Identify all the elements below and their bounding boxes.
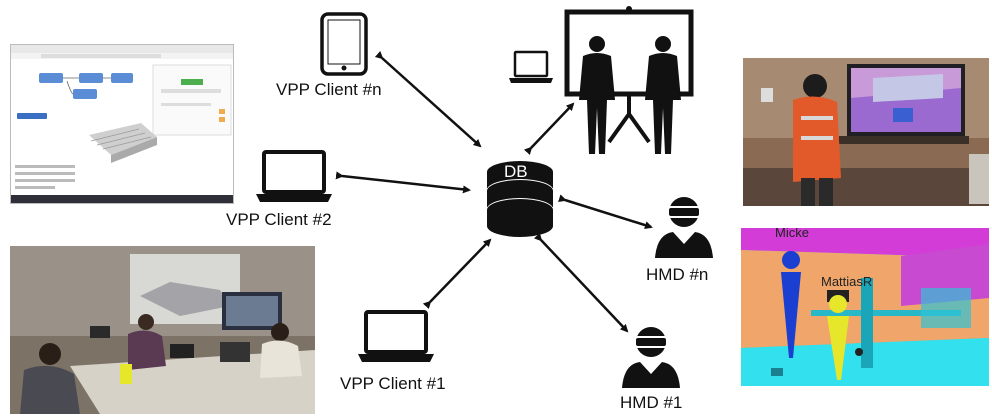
vr-user-photo: [743, 58, 989, 206]
arrow-db-hmd-n: [558, 194, 653, 230]
vpp-client-1-label: VPP Client #1: [340, 374, 446, 393]
person-silhouette-icon: [645, 36, 681, 154]
presentation-screen-icon: [564, 6, 694, 144]
laptop-icon: [256, 150, 332, 202]
arrow-db-vpp-1: [422, 238, 492, 310]
meeting-room-photo: [10, 246, 315, 414]
web-app-screenshot: [10, 44, 234, 204]
vr-headset-user-icon: [655, 197, 713, 258]
vr-user-b-label: MattiasR: [821, 274, 873, 289]
vr-headset-user-icon: [622, 327, 680, 388]
vr-user-a-label: Micke: [775, 228, 809, 240]
laptop-icon: [358, 310, 434, 362]
database-icon: [487, 161, 553, 237]
arrow-db-vpp-n: [374, 51, 482, 148]
tablet-icon: [320, 12, 368, 76]
arrow-db-hmd-1: [533, 232, 629, 333]
presentation-scene: [509, 6, 694, 154]
arrow-db-presenter: [523, 102, 575, 156]
vpp-client-2-label: VPP Client #2: [226, 210, 332, 229]
arrow-db-vpp-2: [335, 171, 471, 194]
person-silhouette-icon: [579, 36, 615, 154]
laptop-icon: [509, 50, 553, 83]
db-label: DB: [504, 162, 528, 181]
hmd-1-label: HMD #1: [620, 393, 683, 412]
vpp-client-n-label: VPP Client #n: [276, 80, 382, 99]
vr-scene-screenshot: Micke MattiasR: [741, 228, 989, 386]
hmd-n-label: HMD #n: [646, 265, 709, 284]
